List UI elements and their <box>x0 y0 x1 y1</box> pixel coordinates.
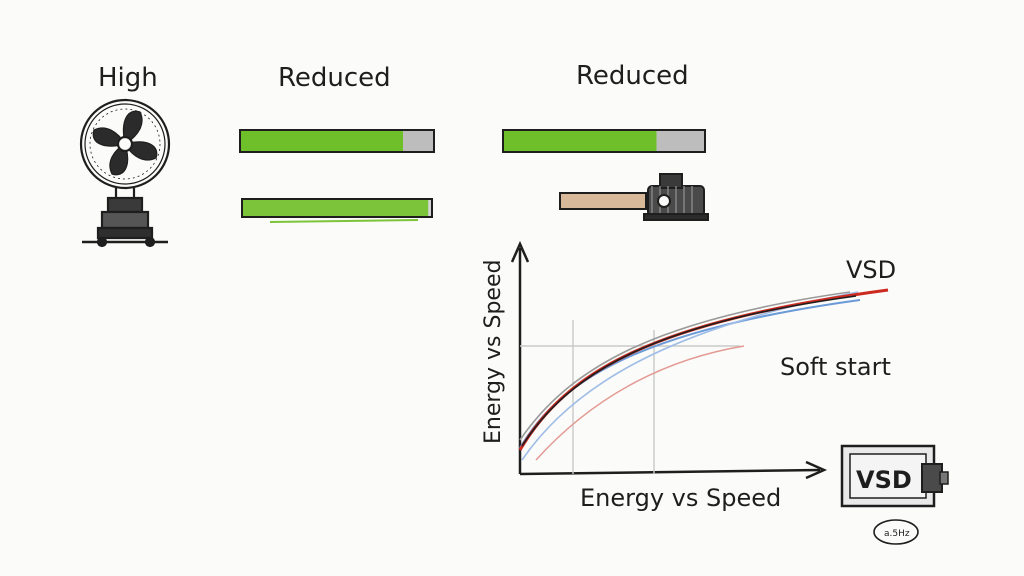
label-vsd: VSD <box>846 256 896 284</box>
curve-black <box>521 295 857 447</box>
bar-reduced-bottom <box>241 198 433 223</box>
x-axis-label: Energy vs Speed <box>580 484 781 512</box>
fan-icon <box>79 98 171 248</box>
label-soft-start: Soft start <box>780 353 891 381</box>
label-reduced-2: Reduced <box>576 61 689 91</box>
small-tag: a.5Hz <box>873 519 919 545</box>
bar-reduced2-top <box>502 129 706 153</box>
y-axis-label: Energy vs Speed <box>481 260 506 444</box>
bar-motor-shaft <box>559 192 647 210</box>
curve-red-soft <box>535 345 745 461</box>
x-axis <box>519 468 821 476</box>
vsd-box-label: VSD <box>856 466 912 494</box>
label-reduced-1: Reduced <box>278 63 391 93</box>
energy-speed-chart: Energy vs Speed Energy vs Speed VSD Soft… <box>481 240 896 512</box>
motor-icon <box>643 173 709 221</box>
svg-text:a.5Hz: a.5Hz <box>884 529 910 539</box>
bar-reduced-top <box>239 129 435 153</box>
vsd-drive-icon: VSD <box>840 444 949 508</box>
curve-grey <box>519 291 851 441</box>
label-high: High <box>98 63 158 93</box>
